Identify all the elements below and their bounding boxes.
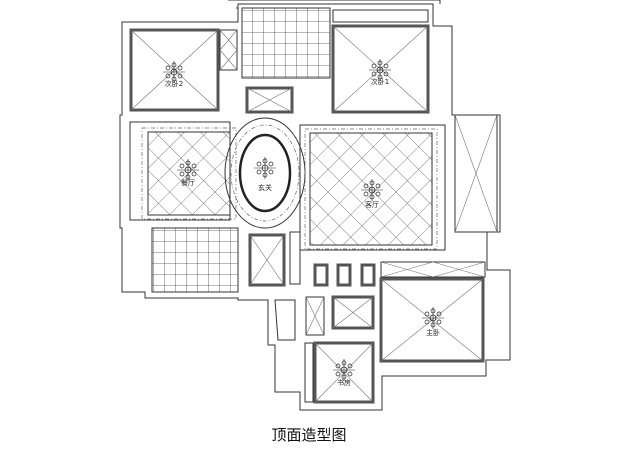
label-bedroom1: 次卧1 [371,77,389,86]
label-master: 主卧 [426,328,440,337]
label-bedroom2: 次卧2 [165,79,183,88]
tiled-kitchen [151,227,239,293]
outer-wall [119,3,511,411]
room-dining: 餐厅 [129,121,237,221]
balcony [454,114,498,233]
hall-light-box [331,295,375,330]
tiled-bathroom [241,7,331,79]
room-living: 客厅 [299,124,446,251]
room-foyer: 玄关 [224,117,306,229]
label-dining: 餐厅 [181,178,195,187]
room-study: 书房 [304,341,375,404]
corridor-light-box [248,233,286,287]
entry-light-box [245,86,294,114]
room-bedroom1: 次卧1 [331,9,430,114]
room-master: 主卧 [379,261,486,363]
label-living: 客厅 [365,200,379,209]
label-study: 书房 [337,378,351,387]
room-bedroom2: 次卧2 [129,28,238,112]
label-foyer: 玄关 [258,183,272,192]
drawing-title: 顶面造型图 [271,426,347,444]
